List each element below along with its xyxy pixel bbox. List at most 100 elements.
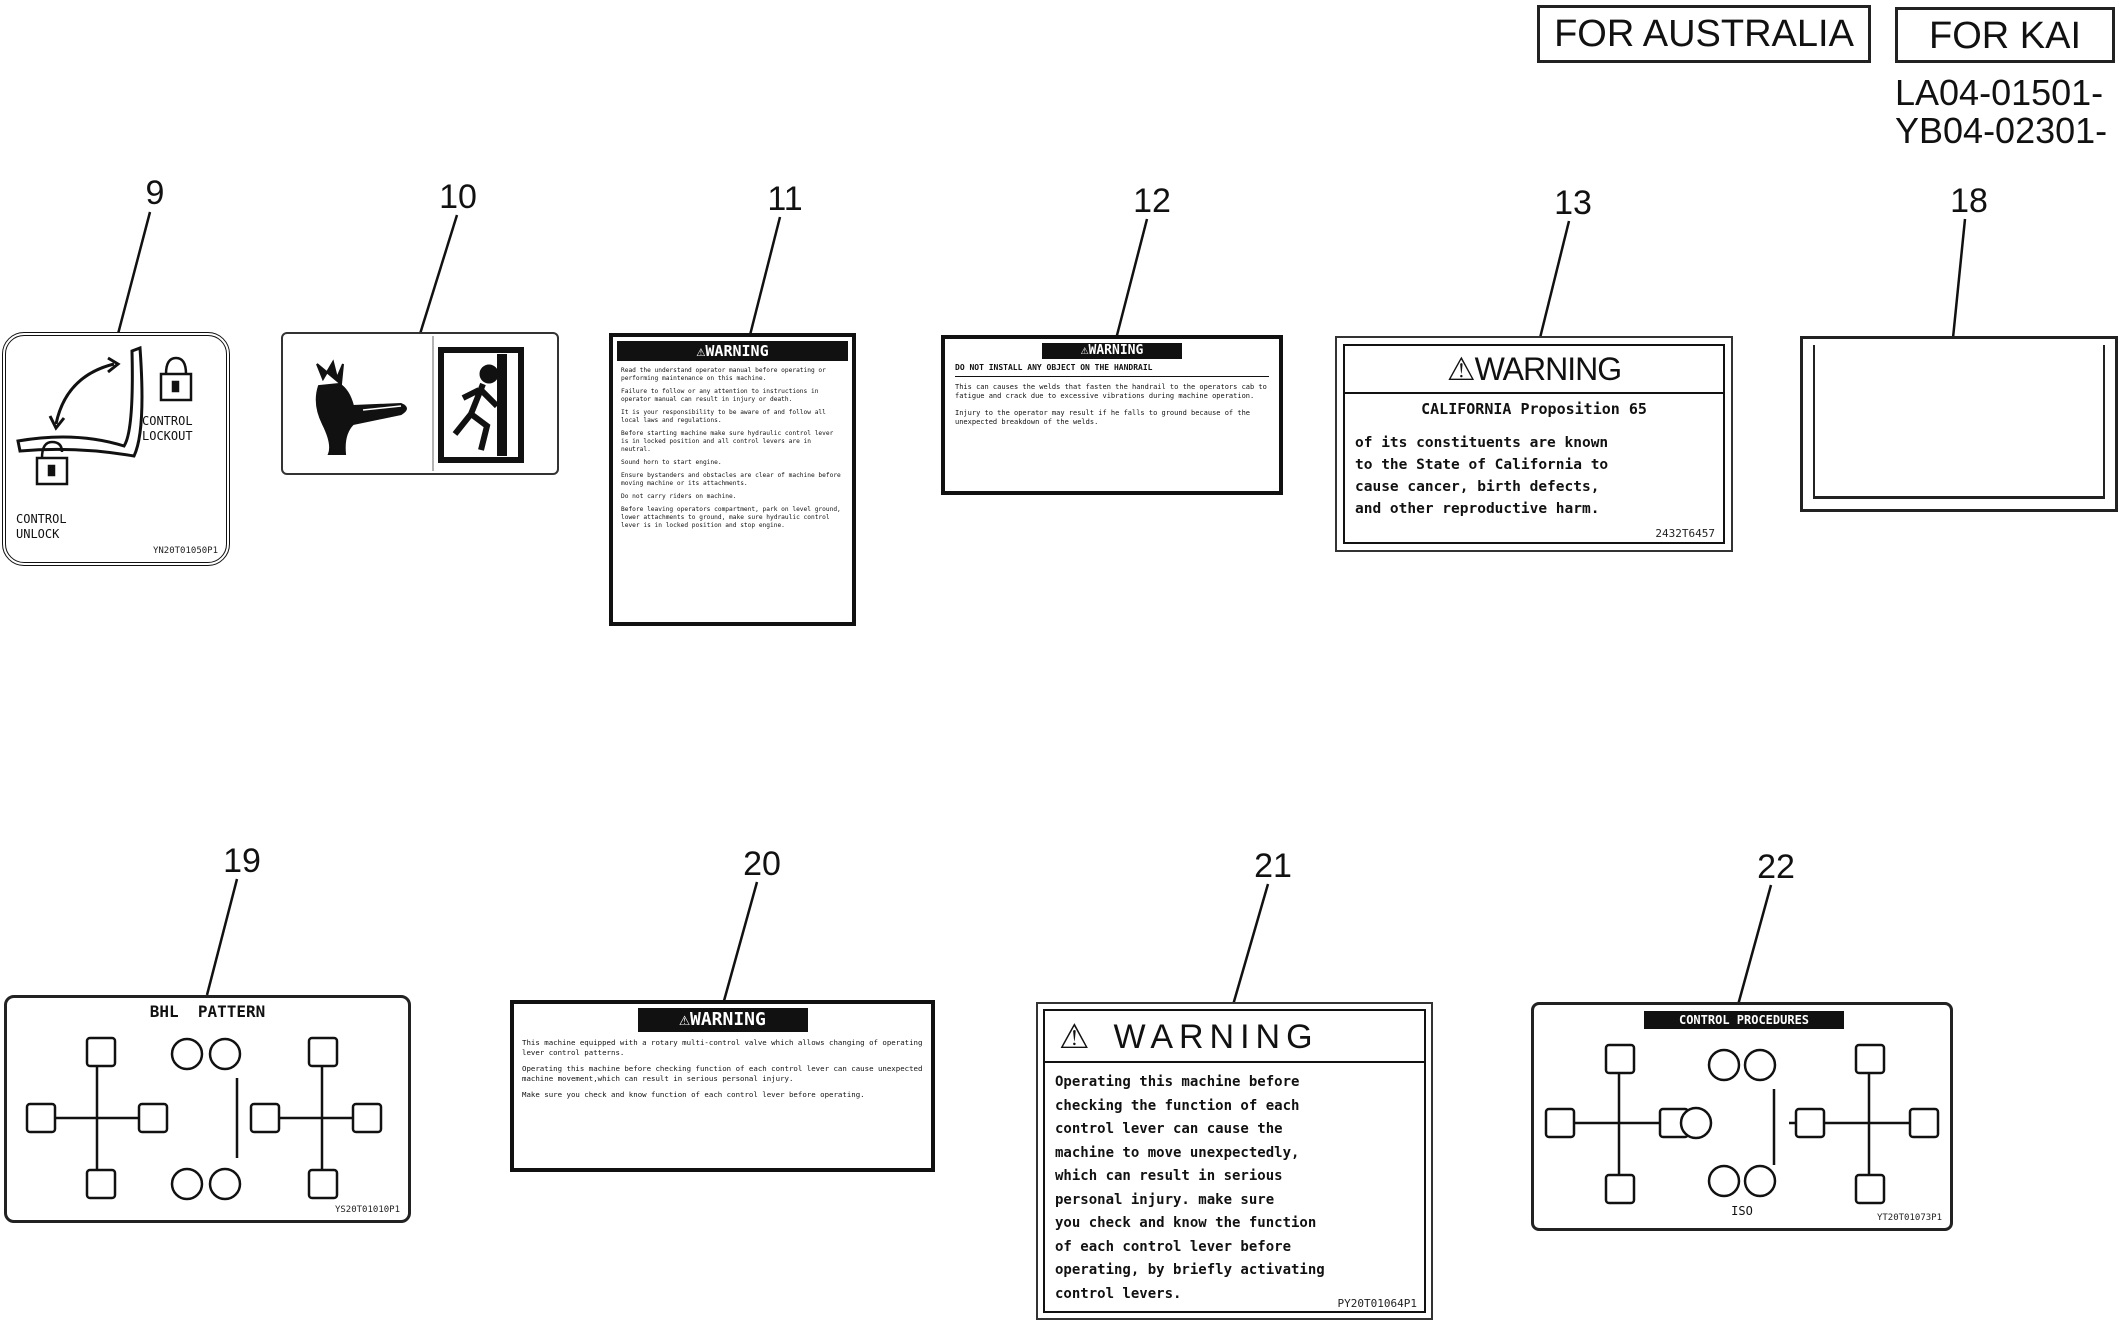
leader-21 — [1231, 883, 1270, 1006]
decal-22-control-procedures: CONTROL PROCEDURES ISO YT20T01073P1 — [1531, 1002, 1953, 1231]
leader-9 — [116, 211, 152, 335]
control-lockout-text: CONTROL LOCKOUT — [142, 414, 193, 443]
decal-21-warning: ⚠WARNING Operating this machine before c… — [1036, 1002, 1433, 1320]
decal-12-paragraph: This can causes the welds that fasten th… — [955, 383, 1267, 400]
serial-number-2: YB04-02301- — [1895, 110, 2108, 151]
swing-right-icon — [1604, 1173, 1636, 1205]
callout-20: 20 — [743, 845, 781, 883]
bucket-curl-icon — [1854, 1043, 1886, 1075]
decal-12-heading: DO NOT INSTALL ANY OBJECT ON THE HANDRAI… — [955, 363, 1269, 377]
decal-11-paragraph: Failure to follow or any attention to in… — [621, 388, 819, 403]
warning-triangle-icon: ⚠ — [1059, 1018, 1096, 1056]
decal-11-paragraph: Before leaving operators compartment, pa… — [621, 506, 841, 529]
callout-10: 10 — [439, 178, 477, 216]
swing-right-icon — [137, 1102, 169, 1134]
region-kai-box: FOR KAI — [1895, 7, 2115, 63]
decal-11-paragraph: Sound horn to start engine. — [621, 459, 722, 466]
arm-in-icon — [249, 1102, 281, 1134]
decal-21-title: ⚠WARNING — [1059, 1018, 1319, 1056]
decal-11-warning: ⚠WARNING Read the understand operator ma… — [609, 333, 856, 626]
boom-down-icon — [85, 1168, 117, 1200]
warning-triangle-icon: ⚠ — [696, 342, 706, 360]
decal-20-warning: ⚠WARNING This machine equipped with a ro… — [510, 1000, 935, 1172]
decal-21-line: Operating this machine before — [1055, 1074, 1300, 1090]
decal-20-paragraph: This machine equipped with a rotary mult… — [522, 1038, 923, 1057]
decal-12-warning-banner: ⚠WARNING — [1042, 343, 1182, 359]
serial-number-1: LA04-01501- — [1895, 72, 2104, 113]
decal-22-title: CONTROL PROCEDURES — [1644, 1011, 1844, 1029]
decal-20-paragraph: Make sure you check and know function of… — [522, 1090, 865, 1099]
decal-21-line: operating, by briefly activating — [1055, 1262, 1325, 1278]
decal-20-warning-banner: ⚠WARNING — [637, 1008, 808, 1032]
decal-21-line: machine to move unexpectedly, — [1055, 1144, 1300, 1161]
boom-raise-icon — [1794, 1107, 1826, 1139]
warning-triangle-icon: ⚠ — [1080, 343, 1089, 358]
decal-9-part-code: YN20T01050P1 — [152, 546, 218, 556]
decal-20-paragraph: Operating this machine before checking f… — [522, 1064, 923, 1083]
callout-22: 22 — [1757, 848, 1795, 886]
decal-13-line: cause cancer, birth defects, — [1355, 479, 1600, 495]
decal-19-lever-pattern — [25, 1036, 383, 1201]
decal-13-prop65: ⚠WARNING CALIFORNIA Proposition 65 of it… — [1335, 336, 1733, 552]
region-australia-label: FOR AUSTRALIA — [1554, 13, 1854, 55]
stick-out-icon — [1544, 1107, 1576, 1139]
decal-19-part-code: YS20T01010P1 — [334, 1205, 400, 1215]
decal-21-line: of each control lever before — [1055, 1238, 1292, 1255]
exit-running-person-icon — [438, 347, 524, 463]
decal-12-warning: ⚠WARNING DO NOT INSTALL ANY OBJECT ON TH… — [941, 335, 1283, 495]
callout-18: 18 — [1950, 182, 1988, 220]
decal-13-line: of its constituents are known — [1355, 435, 1609, 451]
callout-9: 9 — [145, 174, 165, 212]
decal-22-part-code: YT20T01073P1 — [1876, 1213, 1942, 1223]
decal-13-title: ⚠WARNING — [1446, 351, 1622, 387]
decal-10-pictogram — [281, 332, 559, 475]
decal-11-paragraph: Read the understand operator manual befo… — [621, 367, 826, 382]
bucket-curl-icon — [307, 1036, 339, 1068]
leader-10 — [418, 214, 459, 335]
decal-13-line: and other reproductive harm. — [1355, 501, 1600, 517]
decal-9-control-lockout: CONTROL LOCKOUT CONTROL UNLOCK YN20T0105… — [2, 332, 230, 566]
decal-22-lever-pattern — [1544, 1043, 1940, 1205]
decal-11-paragraph: It is your responsibility to be aware of… — [621, 409, 826, 424]
swing-left-icon — [1604, 1043, 1636, 1075]
decal-10-symbols — [315, 336, 524, 471]
decal-21-line: personal injury. make sure — [1055, 1191, 1275, 1208]
boom-down-icon — [1908, 1107, 1940, 1139]
callout-11: 11 — [767, 180, 803, 218]
boom-up-icon — [85, 1036, 117, 1068]
decal-13-subtitle: CALIFORNIA Proposition 65 — [1421, 400, 1647, 418]
decal-13-part-code: 2432T6457 — [1655, 527, 1715, 540]
boom-lower-icon — [1679, 1106, 1713, 1140]
decal-11-paragraph: Before starting machine make sure hydrau… — [621, 430, 834, 453]
callout-12: 12 — [1133, 182, 1171, 220]
decal-19-title: BHL PATTERN — [149, 1002, 266, 1021]
swing-left-icon — [25, 1102, 57, 1134]
decal-13-line: to the State of California to — [1355, 457, 1609, 473]
stick-in-icon — [170, 1037, 204, 1071]
leader-11 — [746, 216, 782, 344]
control-unlock-text: CONTROL UNLOCK — [16, 512, 67, 541]
decal-12-paragraph: Injury to the operator may result if he … — [955, 409, 1251, 426]
bucket-dump-icon — [1854, 1173, 1886, 1205]
leader-22 — [1736, 884, 1773, 1006]
decal-21-line: control lever can cause the — [1055, 1121, 1283, 1137]
lock-open-icon — [35, 440, 69, 486]
lockout-lever-illustration — [16, 345, 193, 486]
decal-11-paragraph: Do not carry riders on machine. — [621, 493, 737, 500]
arm-out-icon — [351, 1102, 383, 1134]
callout-21: 21 — [1254, 847, 1292, 885]
decal-21-line: checking the function of each — [1055, 1097, 1300, 1114]
region-australia-box: FOR AUSTRALIA — [1537, 5, 1871, 63]
decal-21-line: you check and know the function — [1055, 1215, 1317, 1231]
leader-12 — [1113, 218, 1149, 344]
region-kai-label: FOR KAI — [1928, 15, 2082, 57]
bucket-dump-icon — [307, 1168, 339, 1200]
warning-triangle-icon: ⚠ — [1446, 351, 1476, 387]
hand-grab-icon — [315, 359, 407, 455]
decal-18-blank-plate — [1800, 336, 2118, 512]
decal-19-bhl-pattern: BHL PATTERN YS20T01010P1 — [4, 995, 411, 1223]
leader-20 — [720, 881, 759, 1009]
decal-21-part-code: PY20T01064P1 — [1337, 1297, 1417, 1310]
decal-21-line: control levers. — [1055, 1285, 1182, 1302]
lock-closed-icon — [159, 356, 193, 402]
